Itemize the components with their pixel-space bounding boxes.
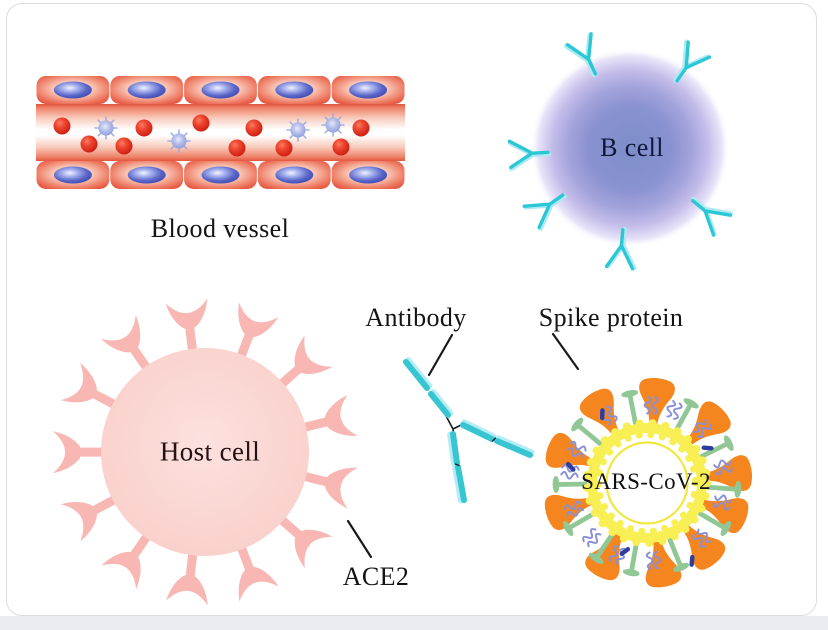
red-blood-cell [352, 119, 370, 137]
vessel-lumen [36, 104, 405, 161]
neutralizing-antibody [403, 357, 535, 504]
red-blood-cell [80, 135, 98, 153]
pointer-lines [346, 332, 580, 559]
red-blood-cell [245, 119, 263, 137]
ace2-receptor [52, 431, 108, 474]
endothelial-cell [331, 76, 405, 104]
virus-envelope [583, 419, 711, 547]
endothelial-cell [36, 76, 110, 104]
blood-vessel-illustration [36, 76, 405, 189]
endothelial-cell [184, 76, 257, 104]
endothelial-cell [110, 161, 184, 189]
b-cell-illustration [509, 34, 731, 269]
footer-strip [0, 616, 828, 630]
endothelial-cell [184, 161, 257, 189]
envelope-protein [599, 408, 605, 421]
immune-cell [286, 118, 310, 142]
red-blood-cell [332, 138, 350, 156]
host-cell-label: Host cell [159, 436, 261, 467]
virus-illustration [541, 376, 754, 590]
ace2-label: ACE2 [342, 562, 410, 591]
endothelial-cell [257, 76, 331, 104]
endothelial-cell [331, 161, 405, 189]
endothelial-cell [257, 161, 331, 189]
membrane-protein [622, 539, 646, 578]
host-cell-illustration [52, 298, 358, 606]
red-blood-cell [135, 119, 153, 137]
b-cell-label: B cell [600, 133, 664, 162]
squiggle-protein [580, 526, 604, 550]
red-blood-cell [228, 139, 246, 157]
red-blood-cell [275, 139, 293, 157]
red-blood-cell [53, 117, 71, 135]
endothelial-cell [110, 76, 184, 104]
immune-cell [321, 113, 345, 137]
red-blood-cell [192, 114, 210, 132]
red-blood-cell [115, 137, 133, 155]
endothelial-cell [36, 161, 110, 189]
spike-protein-label: Spike protein [538, 303, 684, 332]
host-cell-body [101, 348, 309, 556]
spike-pointer-line [551, 332, 580, 371]
virus-label: SARS-CoV-2 [581, 469, 711, 494]
b-cell-body [530, 48, 730, 248]
antibody-label: Antibody [365, 303, 467, 332]
ace2-pointer-line [346, 519, 373, 559]
immune-cell [94, 116, 118, 140]
blood-vessel-label: Blood vessel [150, 214, 290, 243]
antibody-pointer-line [427, 333, 454, 377]
immune-cell [167, 129, 191, 153]
envelope-protein [701, 445, 714, 451]
envelope-protein [689, 554, 695, 568]
